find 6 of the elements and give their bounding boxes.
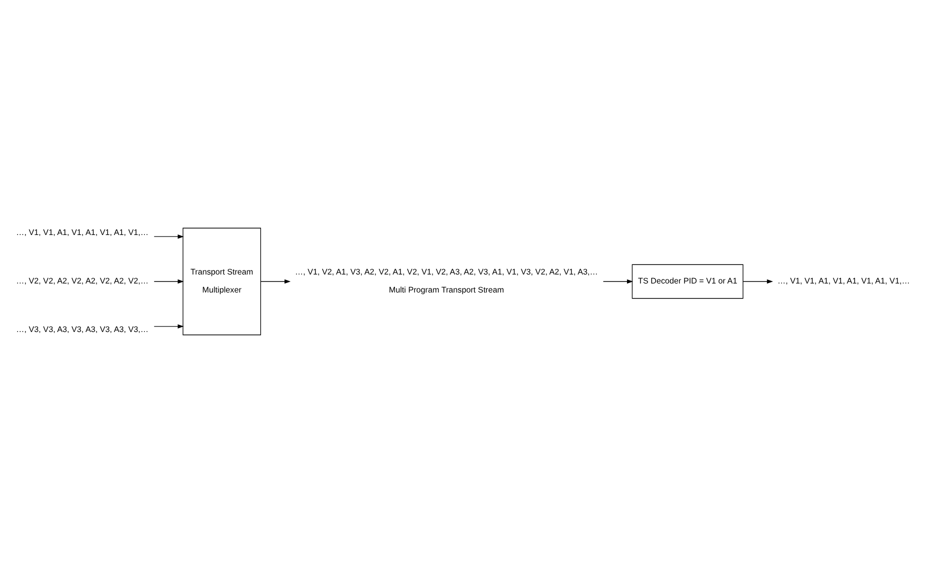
arrow <box>602 279 634 284</box>
arrow <box>154 279 184 284</box>
arrow <box>154 234 184 239</box>
arrow <box>154 324 184 329</box>
arrow <box>742 279 774 284</box>
arrow <box>260 279 291 284</box>
